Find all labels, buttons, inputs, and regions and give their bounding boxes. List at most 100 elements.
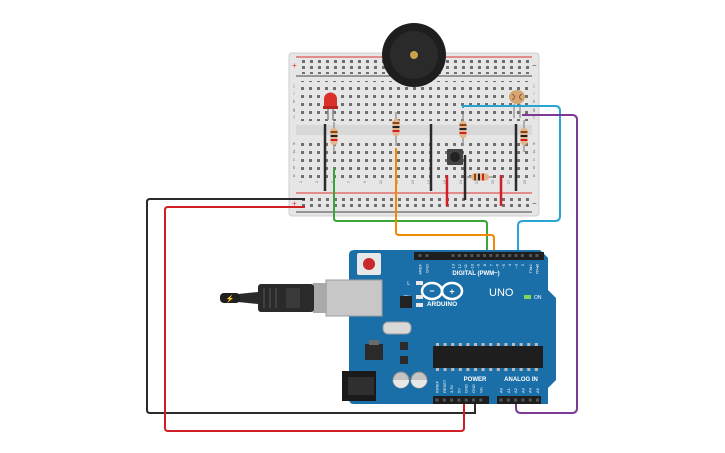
analog-pin-label: A1 (506, 387, 511, 393)
column-number: 9 (362, 180, 367, 183)
power-pin-label: Vin (478, 387, 483, 393)
chip-leg (489, 368, 493, 371)
led-on (524, 295, 531, 299)
power-pin-label: IOREF (435, 380, 440, 393)
analog-pin-socket[interactable] (499, 398, 503, 402)
row-letter: i (534, 91, 535, 96)
power-pin-socket[interactable] (457, 398, 461, 402)
analog-pin-socket[interactable] (536, 398, 539, 402)
row-letter: f (293, 115, 295, 120)
row-letter: d (293, 149, 296, 154)
digital-pin-socket[interactable] (489, 254, 493, 257)
digital-pin-socket[interactable] (508, 254, 512, 257)
aref-pin-label: AREF (418, 263, 423, 274)
digital-pin-socket[interactable] (501, 254, 505, 257)
row-letter: d (533, 149, 536, 154)
power-pin-socket[interactable] (479, 398, 483, 402)
digital-pin-socket[interactable] (476, 254, 480, 257)
chip-leg (489, 343, 493, 346)
chip-leg (534, 343, 538, 346)
digital-pin-label: ~10 (469, 263, 474, 271)
analog-pin-label: A0 (499, 387, 504, 393)
row-letter: f (533, 115, 535, 120)
digital-pin-label: 13 (451, 263, 456, 268)
digital-header-label: DIGITAL (PWM~) (452, 271, 499, 277)
analog-pin-socket[interactable] (521, 398, 525, 402)
wire-green (333, 168, 488, 252)
column-number: 1 (298, 180, 303, 183)
digital-pin-label: 7 (488, 263, 493, 266)
chip-leg (519, 343, 523, 346)
power-pin-socket[interactable] (472, 398, 475, 402)
chip-leg (519, 368, 523, 371)
digital-pin-socket[interactable] (464, 254, 468, 257)
digital-pin-socket[interactable] (520, 254, 524, 257)
digital-pin-socket[interactable] (535, 254, 539, 257)
row-letter: h (533, 99, 536, 104)
chip-leg (458, 368, 462, 371)
analog-pin-socket[interactable] (514, 398, 518, 402)
row-letter: g (533, 107, 536, 112)
atmega-chip (433, 346, 543, 368)
chip-leg (534, 368, 538, 371)
digital-pin-socket[interactable] (495, 254, 499, 257)
row-letter: j (293, 83, 295, 88)
digital-pin-socket[interactable] (514, 254, 518, 257)
chip-leg (527, 368, 531, 371)
led-rx (416, 303, 423, 307)
power-pin-label: GND (471, 384, 476, 393)
analog-header (497, 396, 541, 404)
digital-pin-socket[interactable] (529, 254, 533, 257)
analog-pin-socket[interactable] (528, 398, 532, 402)
chip-leg (527, 343, 531, 346)
rail-plus-sign-bottom: + (292, 199, 297, 208)
digital-pin-socket[interactable] (451, 254, 455, 257)
power-header-label: POWER (464, 377, 487, 383)
model-label: UNO (489, 287, 514, 299)
digital-pin-socket[interactable] (470, 254, 474, 257)
row-letter: b (533, 165, 536, 170)
power-pin-socket[interactable] (442, 398, 446, 402)
column-number: 11 (378, 179, 383, 184)
power-pin-socket[interactable] (464, 398, 468, 402)
analog-pin-socket[interactable] (506, 398, 510, 402)
power-pin-label: 5V (456, 388, 461, 393)
chip-leg (443, 343, 447, 346)
chip-leg (512, 343, 515, 346)
digital-pin-label: ~3 (514, 263, 519, 268)
power-pin-socket[interactable] (450, 398, 454, 402)
brand-label: ARDUINO (427, 301, 457, 308)
row-letter: b (293, 165, 296, 170)
wire-blue (462, 105, 561, 252)
header-pin-socket[interactable] (425, 254, 429, 257)
svg-text:+: + (449, 287, 454, 297)
voltage-regulator (365, 344, 383, 360)
digital-pin-socket[interactable] (483, 254, 486, 257)
rail-plus-sign: + (292, 61, 297, 70)
digital-pin-socket[interactable] (457, 254, 461, 257)
header-pin-socket[interactable] (418, 254, 422, 257)
reset-button-cap[interactable] (363, 258, 375, 270)
power-pin-label: GND (464, 384, 469, 393)
gnd-pin-label: GND (425, 264, 430, 273)
resistor-2 (392, 112, 400, 146)
column-number: 3 (314, 180, 319, 183)
column-number: 7 (346, 180, 351, 183)
wire-purple (515, 114, 578, 414)
row-letter: c (533, 157, 536, 162)
row-letter: a (293, 173, 296, 178)
column-number: 21 (458, 179, 463, 184)
chip-leg (436, 343, 439, 346)
wire-red-5v (164, 206, 465, 432)
digital-pin-label: ~6 (495, 263, 500, 268)
usb-cable: ⚡ (220, 284, 314, 312)
column-number: 17 (426, 179, 431, 184)
digital-pin-label: ~5 (501, 263, 506, 268)
digital-pin-label: 8 (482, 263, 487, 266)
digital-pin-label: TX▸1 (528, 263, 533, 273)
led-tx (416, 295, 423, 299)
power-pin-socket[interactable] (435, 398, 439, 402)
column-number: 19 (442, 179, 447, 184)
digital-pin-label: ~11 (463, 263, 468, 270)
